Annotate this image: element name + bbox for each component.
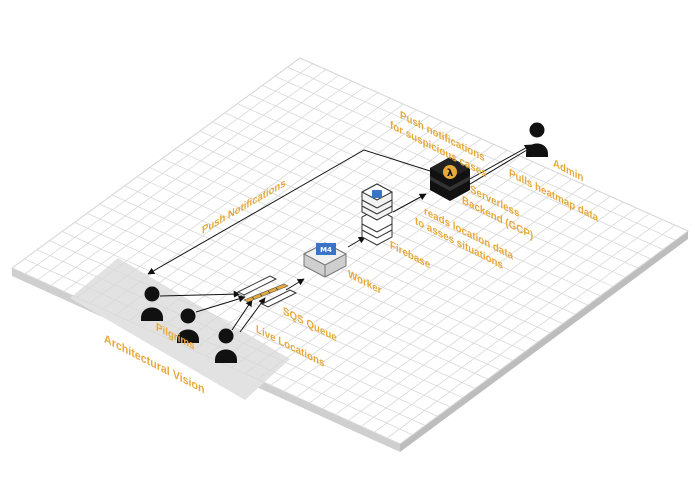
serverless-backend[interactable]: λ	[430, 157, 470, 201]
admin-pull-arrow	[459, 149, 528, 191]
database-icon	[372, 190, 382, 198]
person-icon	[141, 286, 163, 321]
pilgrim-person-2[interactable]	[177, 308, 199, 344]
worker-box[interactable]: M4	[302, 242, 348, 278]
connections	[147, 144, 532, 333]
sqs-queue[interactable]	[236, 275, 298, 308]
pilgrim2-to-queue-arrow	[195, 295, 246, 313]
queue-to-worker-arrow	[285, 278, 305, 291]
push-notifications-arrow	[147, 149, 453, 275]
pilgrim3-to-queue-arrow	[231, 299, 253, 331]
person-icon	[526, 122, 548, 157]
pilgrim-person-3[interactable]	[215, 328, 237, 364]
firebase-database[interactable]	[360, 183, 394, 246]
worker-badge: M4	[320, 246, 332, 254]
worker-icon	[316, 243, 336, 255]
worker-to-firebase-arrow	[347, 236, 366, 248]
plate-surface	[11, 57, 689, 445]
person-icon	[177, 308, 199, 343]
admin-push-arrow	[467, 144, 532, 181]
pilgrim3-to-live-locations-arrow	[239, 297, 266, 333]
lambda-icon: λ	[447, 168, 454, 179]
person-icon	[215, 328, 237, 363]
pilgrim1-to-queue-arrow	[159, 290, 241, 298]
admin-person[interactable]	[526, 122, 548, 158]
firebase-to-serverless-arrow	[392, 193, 427, 213]
pilgrim-person-1[interactable]	[141, 286, 163, 322]
